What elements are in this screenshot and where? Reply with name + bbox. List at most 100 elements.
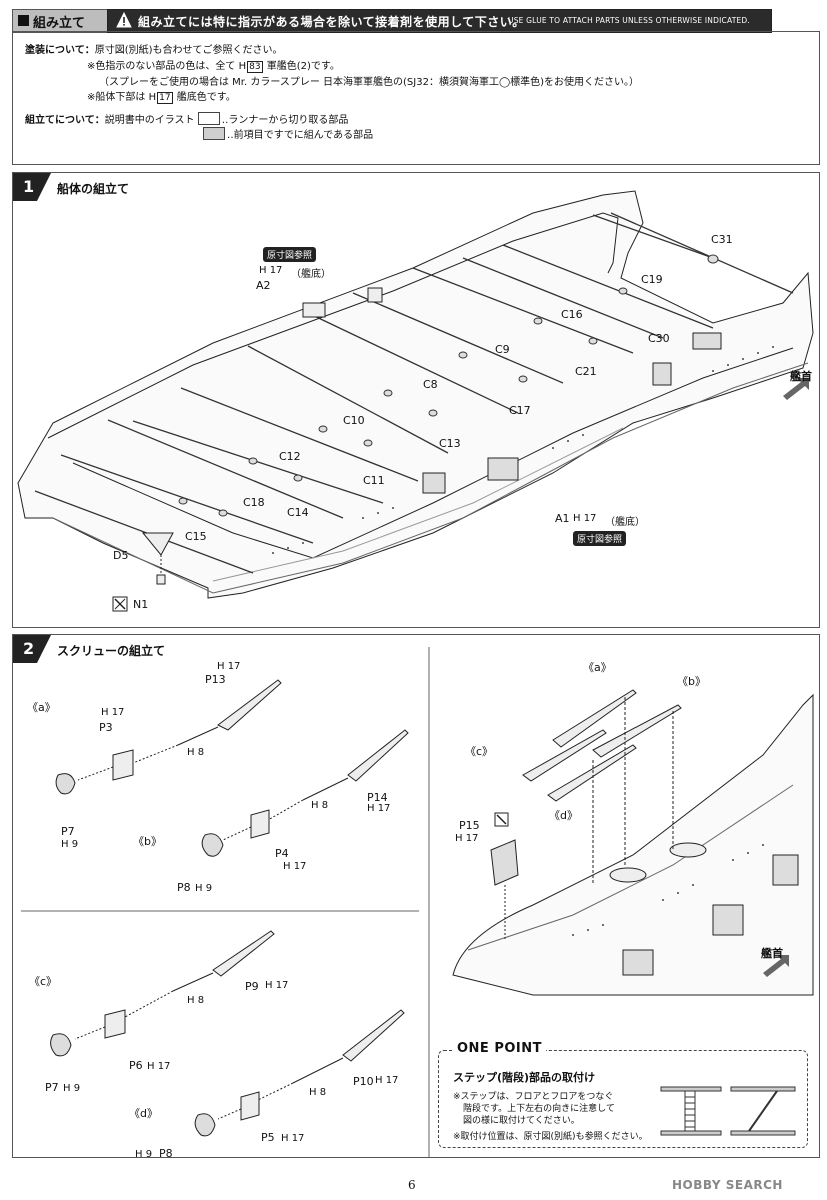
sub-label-a: 《a》 [27, 701, 56, 714]
bow-arrow-icon-step2 [763, 955, 789, 977]
assembly-text2-post: ‥前項目ですでに組んである部品 [227, 130, 374, 141]
label-p8-d: P8 [159, 1147, 173, 1160]
bow-label-step1: 艦首 [790, 370, 812, 383]
step2-badge [13, 635, 51, 663]
step1-number: 1 [23, 177, 35, 196]
new-part-swatch [197, 112, 220, 125]
label-h8-c: H 8 [187, 995, 205, 1006]
part-label-c30: C30 [648, 332, 670, 345]
hull-color-bottom-note: （艦底） [605, 517, 645, 528]
assembly-text1-post: ‥ランナーから切り取る部品 [221, 115, 349, 126]
label-p13: P13 [205, 673, 226, 686]
painting-text1: 原寸図(別紙)も合わせてご参照ください。 [94, 45, 283, 56]
label-h8-d: H 8 [309, 1087, 327, 1098]
glue-notice-bar: 組み立てには特に指示がある場合を除いて接着剤を使用して下さい。 USE GLUE… [107, 9, 772, 33]
painting-text2-post: 軍艦色(2)です。 [266, 61, 340, 72]
one-point-line2: 階段です。上下左右の向きに注意して [463, 1104, 615, 1114]
section-title: 組み立て [33, 16, 86, 31]
ref-tag-bottom: 原寸図参照 [573, 531, 627, 546]
step1-panel: 1 船体の組立て [12, 172, 820, 628]
right-label-b: 《b》 [677, 675, 706, 688]
painting-text4-post: 艦底色です。 [176, 92, 236, 103]
label-p6: P6 [129, 1059, 143, 1072]
square-bullet-icon [18, 15, 29, 26]
bow-label-step2: 艦首 [761, 947, 783, 960]
label-p15-color: H 17 [455, 833, 479, 844]
label-p4: P4 [275, 847, 289, 860]
part-label-c16: C16 [561, 308, 583, 321]
sub-label-d: 《d》 [129, 1107, 158, 1120]
no-glue-icon-n1 [112, 596, 128, 612]
assembly-text1-pre: 説明書中のイラスト [104, 115, 195, 126]
label-p7-c-color: H 9 [63, 1083, 81, 1094]
label-p5-color: H 17 [281, 1133, 305, 1144]
glue-notice-jp: 組み立てには特に指示がある場合を除いて接着剤を使用して下さい。 [138, 15, 525, 29]
label-p10: P10 [353, 1075, 374, 1088]
hull-color-letter: H [148, 92, 157, 103]
part-label-c19: C19 [641, 273, 663, 286]
label-p7-a-color: H 9 [61, 839, 79, 850]
hull-color-top-note: （艦底） [291, 269, 331, 280]
label-p8-d-color: H 9 [135, 1149, 153, 1160]
part-label-c31: C31 [711, 233, 733, 246]
part-label-c17: C17 [509, 404, 531, 417]
right-label-c: 《c》 [465, 745, 494, 758]
hull-color-bottom: H 17 [573, 513, 597, 524]
painting-note-line1: 塗装について：原寸図(別紙)も合わせてご参照ください。 [25, 44, 283, 58]
step2-number: 2 [23, 639, 35, 658]
label-p10-color: H 17 [375, 1075, 399, 1086]
part-label-c18: C18 [243, 496, 265, 509]
color-code-letter: H [238, 61, 247, 72]
watermark: HOBBY SEARCH [672, 1178, 783, 1192]
color-code-box: 83 [247, 61, 263, 73]
one-point-title: ステップ(階段)部品の取付け [453, 1071, 596, 1084]
label-p8-b: P8 [177, 881, 191, 894]
part-label-c8: C8 [423, 378, 438, 391]
step2-panel: 2 スクリューの組立て [12, 634, 820, 1160]
part-label-c11: C11 [363, 474, 385, 487]
ref-tag-top: 原寸図参照 [263, 247, 317, 262]
label-p13-color: H 17 [217, 661, 241, 672]
screw-illustrations [21, 647, 814, 1157]
intro-notes-box: 塗装について：原寸図(別紙)も合わせてご参照ください。 ※色指示のない部品の色は… [12, 31, 820, 165]
label-p9: P9 [245, 980, 259, 993]
label-p15: P15 [459, 819, 480, 832]
step1-badge [13, 173, 51, 201]
label-p14: P14 [367, 791, 388, 804]
step1-title: 船体の組立て [57, 182, 130, 196]
label-p3-color: H 17 [101, 707, 125, 718]
label-p7-c: P7 [45, 1081, 59, 1094]
one-point-box: ONE POINT ステップ(階段)部品の取付け ※ステップは、フロアとフロアを… [438, 1041, 808, 1148]
hull-color-box: 17 [157, 92, 173, 104]
part-label-c12: C12 [279, 450, 301, 463]
one-point-line4: ※取付け位置は、原寸図(別紙)も参照ください。 [453, 1132, 648, 1142]
assembly-note-line2: ‥前項目ですでに組んである部品 [203, 127, 373, 143]
prebuilt-part-swatch [203, 127, 225, 140]
bow-arrow-icon-step1 [783, 378, 809, 400]
sub-label-c: 《c》 [29, 975, 58, 988]
label-p14-color: H 17 [367, 803, 391, 814]
assembly-note-line1: 組立てについて：説明書中のイラスト ‥ランナーから切り取る部品 [25, 112, 348, 128]
label-p4-color: H 17 [283, 861, 307, 872]
one-point-heading: ONE POINT [453, 1041, 547, 1056]
part-label-a1: A1 [555, 512, 570, 525]
part-label-d5: D5 [113, 549, 129, 562]
painting-label: 塗装について： [25, 45, 95, 56]
label-p8-b-color: H 9 [195, 883, 213, 894]
no-glue-icon-p15 [494, 812, 509, 827]
part-label-c13: C13 [439, 437, 461, 450]
label-p6-color: H 17 [147, 1061, 171, 1072]
label-h8-b: H 8 [311, 800, 329, 811]
assembly-label: 組立てについて： [25, 115, 105, 126]
hull-color-top: H 17 [259, 265, 283, 276]
step2-title: スクリューの組立て [57, 644, 166, 658]
label-p3: P3 [99, 721, 113, 734]
part-label-c14: C14 [287, 506, 309, 519]
step-part-diagrams [660, 1086, 796, 1136]
hull-illustration [17, 190, 814, 612]
part-label-n1: N1 [133, 598, 149, 611]
label-h8-a: H 8 [187, 747, 205, 758]
part-label-c10: C10 [343, 414, 365, 427]
